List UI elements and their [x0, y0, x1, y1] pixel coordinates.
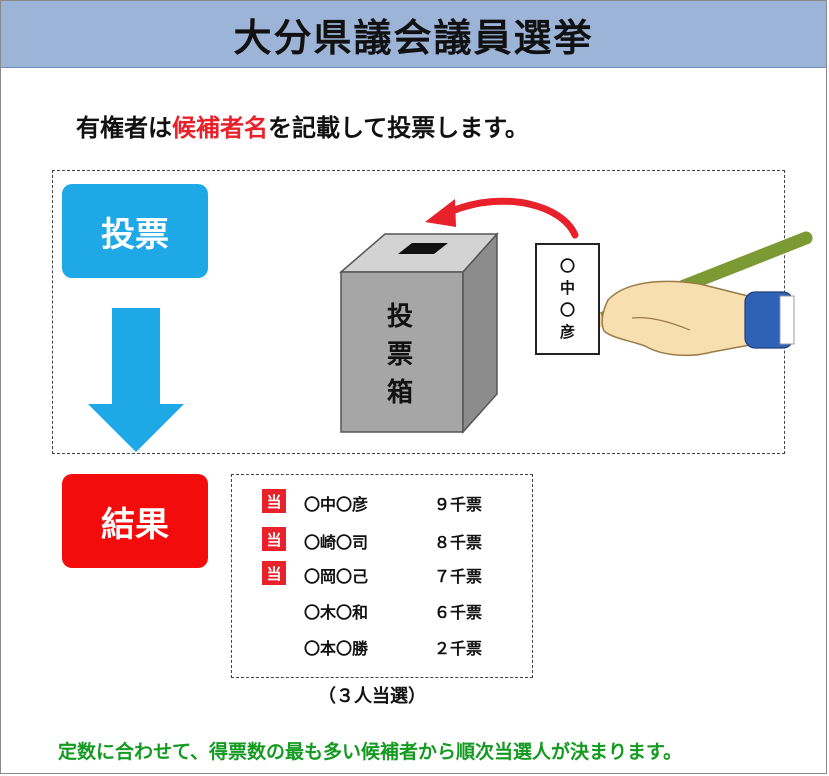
ballot-box-char: 箱 — [386, 378, 413, 408]
elected-mark: 当 — [262, 527, 286, 551]
footer-note: 定数に合わせて、得票数の最も多い候補者から順次当選人が決まります。 — [58, 741, 683, 763]
result-row: 当 〇岡〇己 ７千票 — [232, 561, 532, 586]
hand-writing-icon — [585, 231, 813, 357]
candidate-name: 〇崎〇司 — [304, 533, 369, 552]
ballot-box-char: 投 — [386, 302, 413, 332]
vote-count: ８千票 — [434, 533, 483, 552]
elected-mark: 当 — [262, 489, 286, 513]
ballot-char: 〇 — [559, 257, 575, 275]
ballot-char: 中 — [559, 279, 575, 297]
vote-count: ２千票 — [434, 639, 483, 658]
candidate-name: 〇木〇和 — [304, 603, 369, 622]
page-title: 大分県議会議員選挙 — [233, 15, 594, 60]
result-row: 当 〇崎〇司 ８千票 — [232, 527, 532, 552]
subtitle-after: を記載して投票します。 — [268, 114, 529, 142]
vote-step-badge: 投票 — [62, 184, 208, 278]
ballot-char: 〇 — [559, 301, 575, 319]
candidate-name: 〇中〇彦 — [304, 495, 369, 514]
elected-count-note: （３人当選） — [318, 686, 426, 707]
result-step-badge: 結果 — [62, 474, 208, 568]
ballot-box-label: 投 票 箱 — [380, 298, 420, 412]
ballot-char: 彦 — [559, 323, 575, 341]
results-table: 当 〇中〇彦 ９千票 当 〇崎〇司 ８千票 当 〇岡〇己 ７千票 〇木〇和 ６千… — [231, 474, 533, 678]
candidate-name: 〇岡〇己 — [304, 567, 369, 586]
result-step-label: 結果 — [101, 504, 169, 545]
down-arrow-icon — [88, 308, 184, 452]
ballot-box-icon — [338, 232, 499, 434]
vote-count: ７千票 — [434, 567, 483, 586]
subtitle-highlight: 候補者名 — [172, 114, 268, 142]
result-row: 〇木〇和 ６千票 — [232, 597, 532, 622]
elected-mark: 当 — [262, 561, 286, 585]
result-row: 〇本〇勝 ２千票 — [232, 633, 532, 658]
ballot-paper: 〇 中 〇 彦 — [535, 243, 600, 355]
candidate-name: 〇本〇勝 — [304, 639, 369, 658]
result-row: 当 〇中〇彦 ９千票 — [232, 489, 532, 514]
vote-count: ６千票 — [434, 603, 483, 622]
vote-step-label: 投票 — [101, 214, 169, 255]
subtitle-before: 有権者は — [76, 114, 172, 142]
vote-count: ９千票 — [434, 495, 483, 514]
header-bar: 大分県議会議員選挙 — [1, 1, 826, 68]
subtitle: 有権者は候補者名を記載して投票します。 — [76, 108, 529, 143]
ballot-box-char: 票 — [386, 340, 413, 370]
red-curved-arrow-icon — [425, 197, 579, 239]
